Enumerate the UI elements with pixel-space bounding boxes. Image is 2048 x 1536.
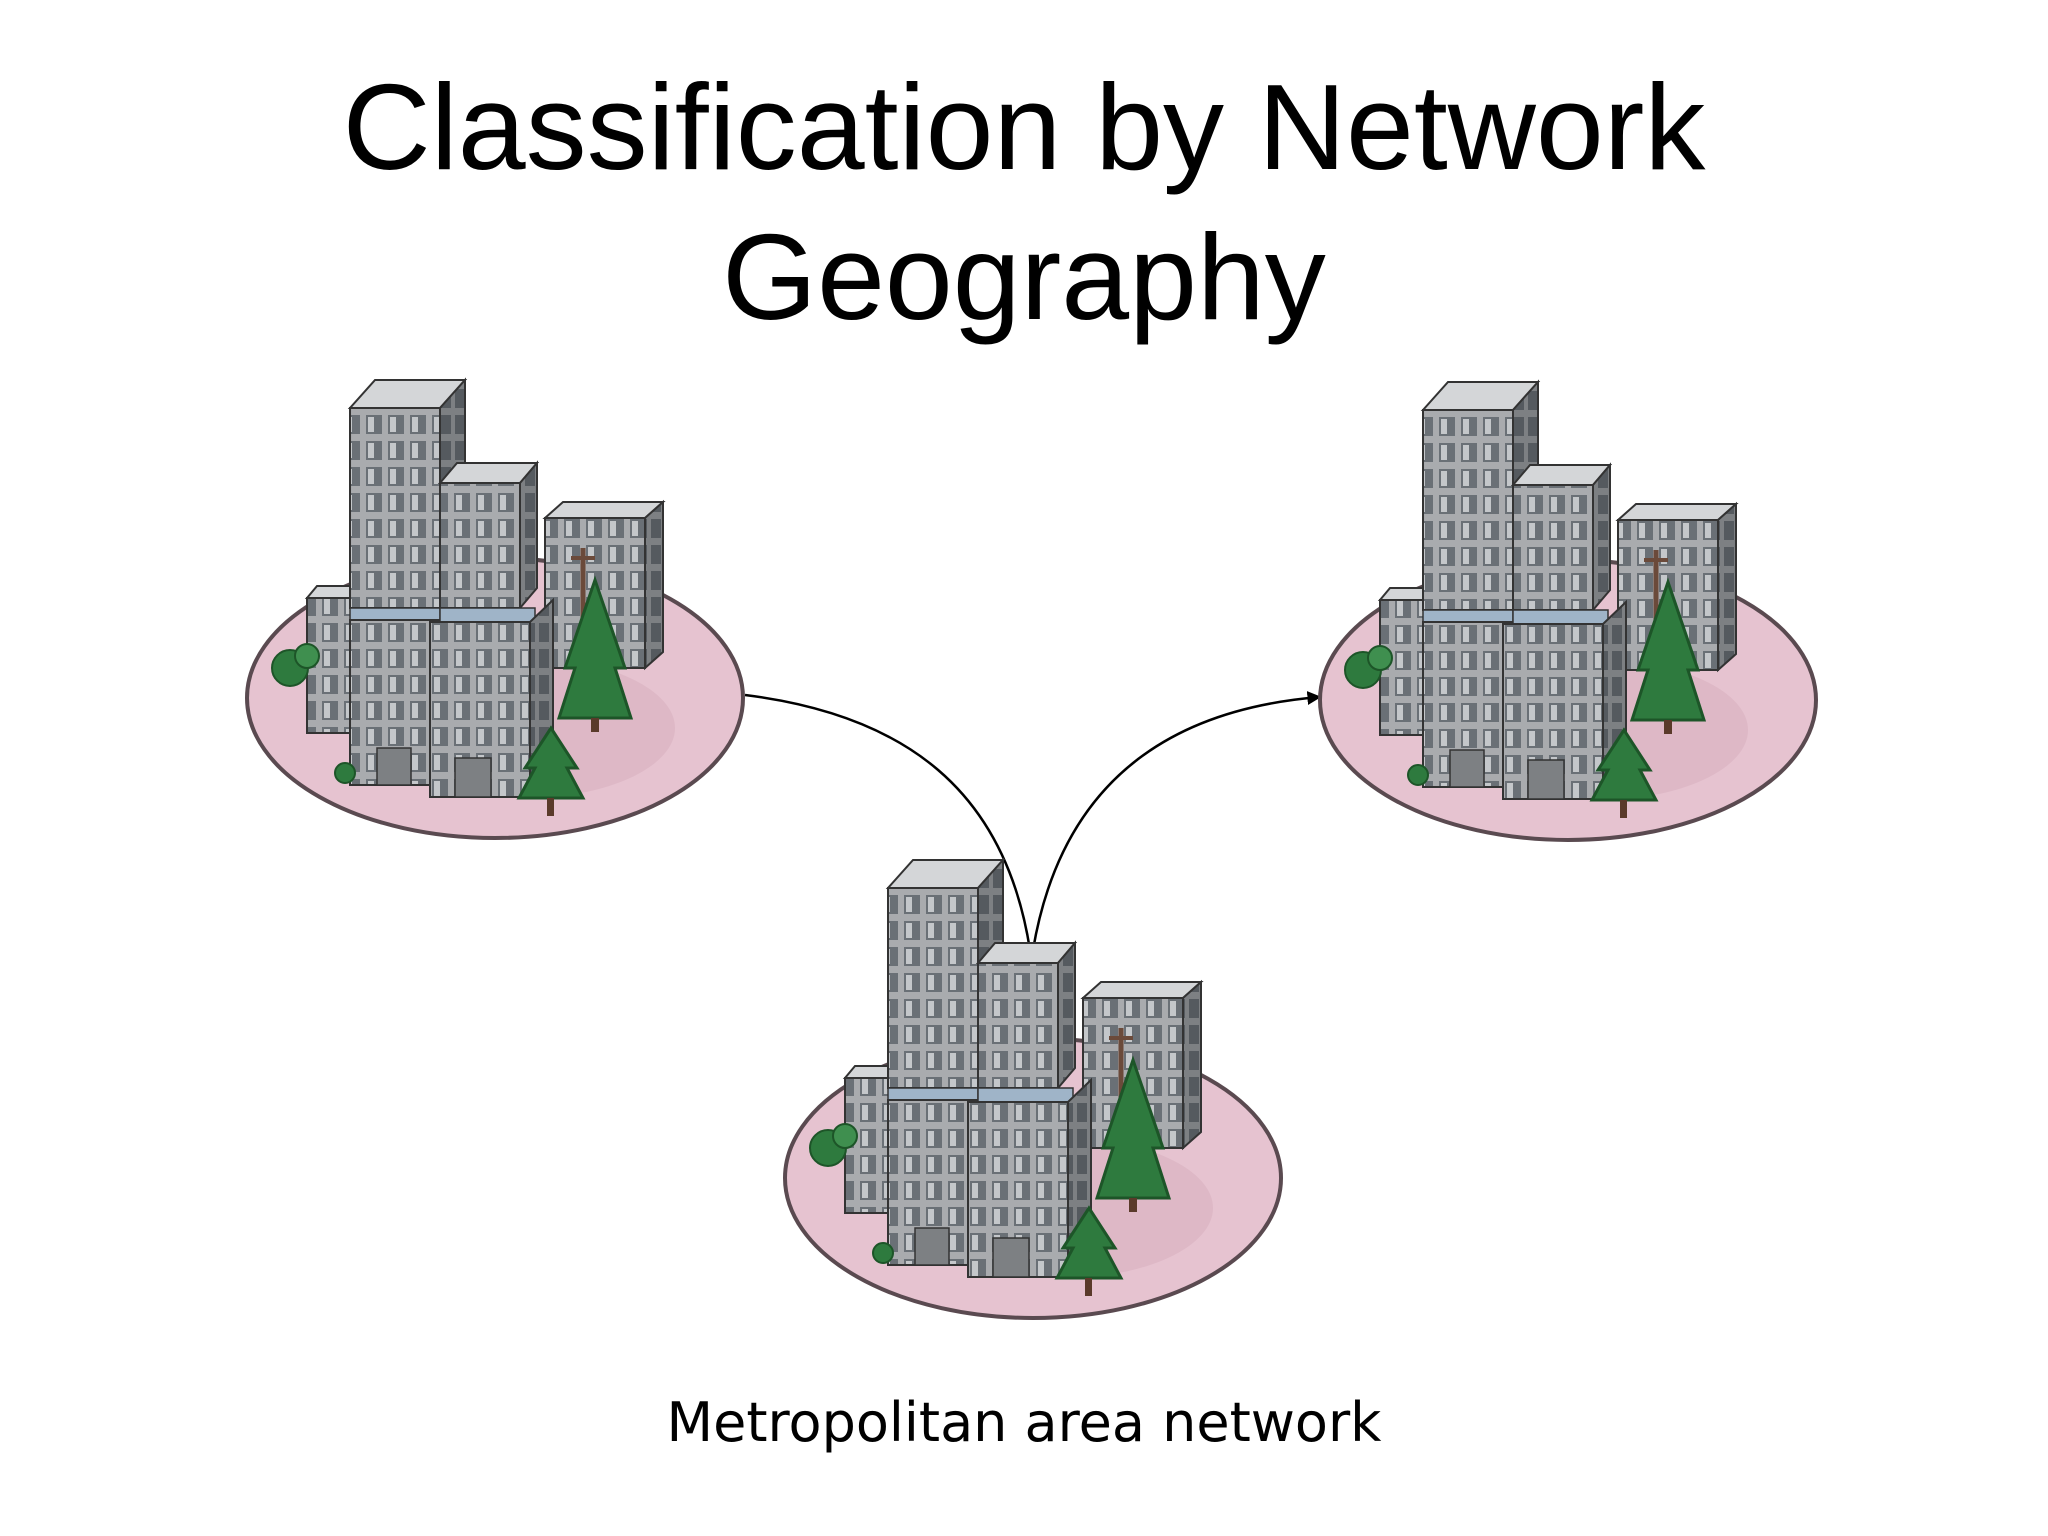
campus-right — [1320, 382, 1816, 840]
office-buildings-icon — [785, 860, 1281, 1318]
office-buildings-icon — [1320, 382, 1816, 840]
campus-left — [247, 380, 743, 838]
diagram-caption: Metropolitan area network — [666, 1391, 1382, 1454]
title-line-2: Geography — [722, 209, 1326, 345]
title-line-1: Classification by Network — [342, 59, 1706, 195]
link-center-to-right — [1031, 691, 1322, 951]
link-left-to-center — [744, 693, 1032, 951]
office-buildings-icon — [247, 380, 743, 838]
slide-title: Classification by Network Geography — [0, 52, 2048, 352]
campus-center — [785, 860, 1281, 1318]
